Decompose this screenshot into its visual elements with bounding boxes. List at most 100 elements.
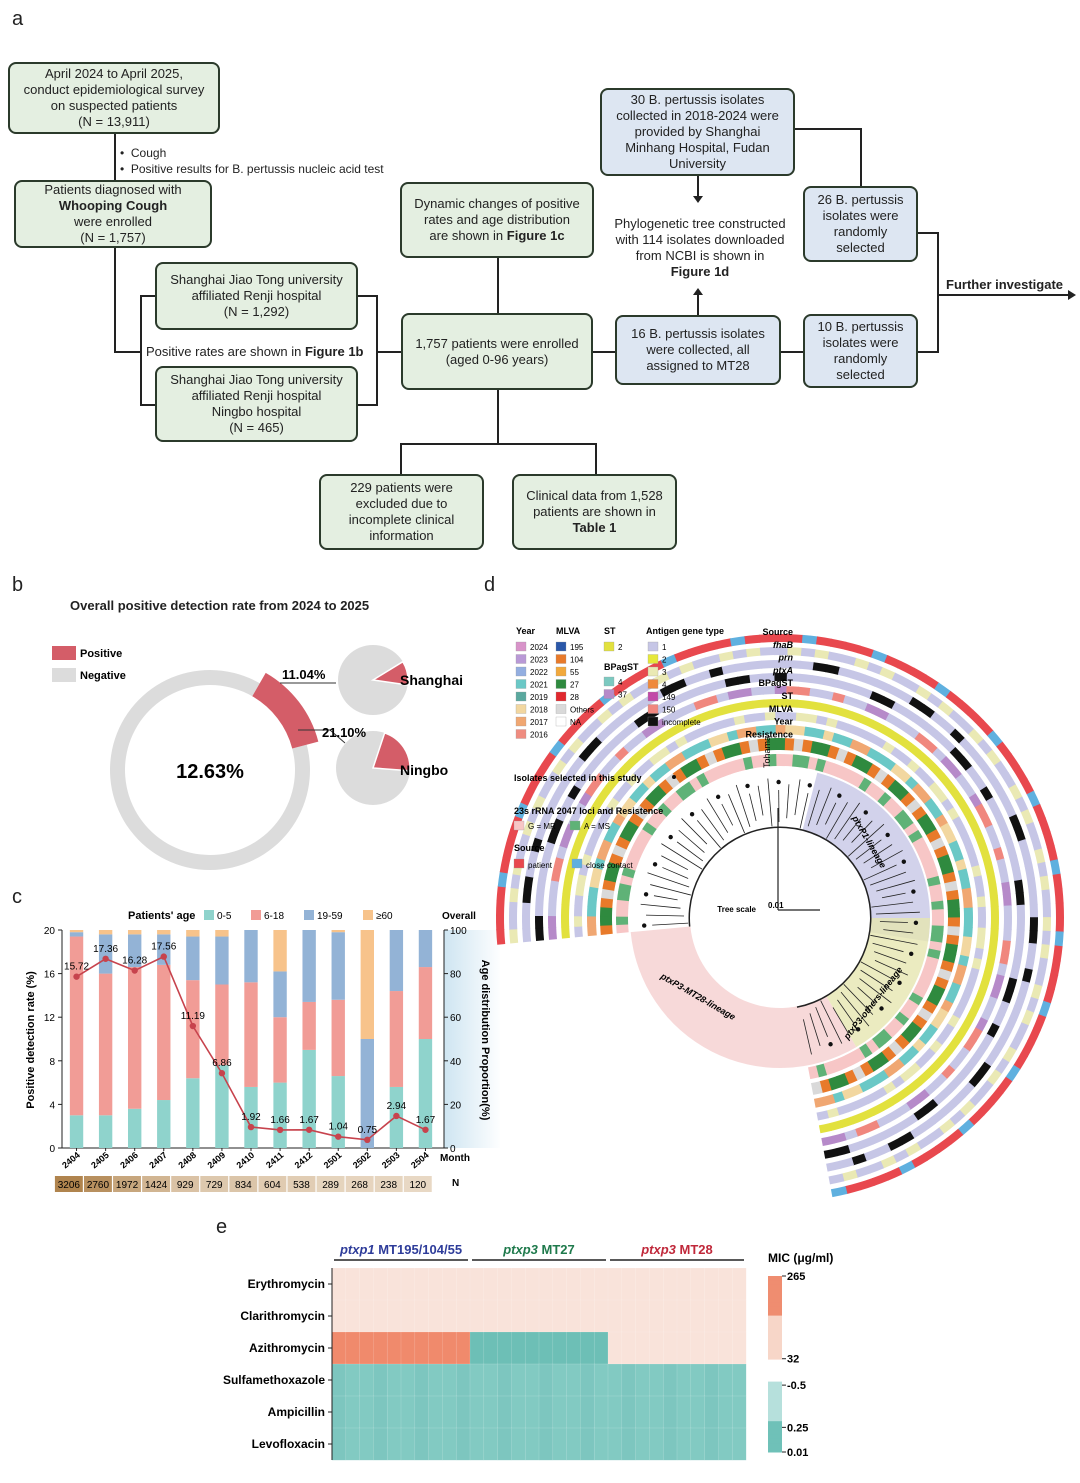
heatmap-cell	[593, 1331, 609, 1365]
source-ring-segment	[526, 775, 542, 793]
heatmap-cell	[731, 1299, 747, 1333]
source-ring-segment	[634, 666, 653, 681]
bpagst-ring-segment	[623, 738, 638, 753]
mlva-ring-outer-segment	[836, 1104, 850, 1116]
ptxa-ring-segment	[786, 673, 801, 682]
colorbar-step	[768, 1355, 782, 1361]
heatmap-cell	[731, 1363, 747, 1397]
ptxa-ring-segment	[891, 701, 907, 716]
mlva-ring-outer-segment	[587, 833, 600, 847]
year-ring-segment	[596, 848, 609, 861]
tree-branch	[859, 978, 892, 1004]
bpagst-ring-segment	[989, 835, 1002, 851]
panel-b-letter: b	[12, 574, 24, 596]
heatmap-cell	[593, 1267, 609, 1301]
bpagst-ring-segment	[797, 686, 811, 697]
heatmap-cell	[704, 1427, 719, 1461]
tohama-label: Tohama	[762, 736, 772, 768]
resistance-ring-segment	[865, 1038, 880, 1054]
fhab-ring-segment	[1001, 772, 1017, 789]
mlva-ring-segment	[615, 835, 631, 850]
resistance-ring-segment	[837, 766, 851, 781]
bar-segment-2411-6-18	[273, 1017, 287, 1083]
st-ring-segment	[870, 1103, 885, 1116]
selected-isolate-dot	[652, 862, 658, 867]
year-legend-label: 2019	[530, 693, 548, 702]
fhab-ring-segment	[718, 651, 735, 662]
ningbo-line: (N = 465)	[229, 420, 284, 435]
year-ring-segment	[593, 857, 606, 870]
mlva-ring-segment	[602, 879, 616, 891]
source-ring-segment	[871, 1172, 889, 1186]
antigen-swatch	[647, 704, 659, 714]
bpagst-ring-segment	[1003, 917, 1012, 930]
source-ring-segment	[567, 718, 584, 735]
heatmap-cell	[607, 1299, 623, 1333]
bpagst-swatch	[603, 676, 615, 687]
colorbar-step	[768, 1430, 782, 1435]
connector	[140, 295, 142, 405]
prn-ring-segment	[920, 1116, 937, 1132]
resistance-ring-segment	[669, 791, 684, 806]
tree-branch	[863, 864, 897, 881]
fhab-ring-segment	[916, 1135, 933, 1150]
year-ring-segment	[587, 896, 598, 908]
mlva-ring-outer-segment	[890, 747, 905, 761]
fhab-ring-segment	[892, 1149, 910, 1163]
heatmap-cell	[676, 1427, 692, 1461]
connector	[114, 134, 116, 182]
mlva-ring-segment	[651, 784, 667, 801]
mlva-legend-label: Others	[570, 706, 594, 715]
antigen-legend-label: 1	[662, 643, 667, 652]
heatmap-cell	[442, 1395, 457, 1429]
mlva-ring-segment	[944, 880, 958, 893]
connector	[497, 389, 499, 445]
bar-segment-2405-6-18	[98, 973, 113, 1116]
source-ring-segment	[787, 634, 804, 643]
survey-line: conduct epidemiological survey	[23, 82, 205, 97]
st-ring-segment	[957, 800, 971, 815]
legend-swatch-1	[251, 910, 261, 920]
resistance-ring-segment	[646, 815, 662, 830]
mlva-ring-outer-segment	[973, 875, 984, 888]
bpagst-ring-segment	[940, 1064, 956, 1080]
colorbar-step	[768, 1372, 782, 1378]
year-ring-segment	[746, 726, 758, 737]
bpagst-ring-segment	[932, 1073, 948, 1088]
source-ring-segment	[844, 1182, 862, 1195]
minhang-line: 30 B. pertussis isolates	[630, 92, 765, 107]
group-header-2: ptxp3 MT28	[640, 1242, 713, 1257]
heatmap-cell	[497, 1395, 512, 1429]
ptxp3-mt28-shade	[630, 926, 857, 1068]
prn-ring-segment	[523, 875, 534, 891]
arrow-head	[1068, 290, 1076, 300]
resistance-ring-segment	[931, 917, 944, 927]
ptxa-ring-segment	[624, 720, 640, 736]
source-ring-segment	[934, 1137, 952, 1154]
row-label: Erythromycin	[248, 1277, 325, 1291]
ptxa-ring-segment	[774, 673, 788, 682]
bpagst-ring-segment	[999, 951, 1010, 966]
st-ring-segment	[571, 838, 584, 853]
x-tick-label: 2412	[293, 1150, 315, 1171]
rate-label: 1.66	[270, 1115, 290, 1126]
renji-line: (N = 1,292)	[223, 304, 290, 319]
positive-rates-text: Positive rates are shown in	[146, 344, 302, 359]
fhab-ring-segment	[1034, 848, 1046, 865]
ptxa-ring-segment	[810, 675, 826, 686]
antigen-legend-label: 149	[662, 693, 676, 702]
x-tick-label: 2407	[147, 1150, 169, 1171]
bpagst-ring-segment	[704, 694, 719, 707]
resistance-ring-segment	[616, 907, 629, 917]
fhab-ring-segment	[986, 1069, 1002, 1086]
ptxa-ring-segment	[700, 682, 716, 694]
fhab-ring-segment	[915, 685, 933, 701]
ptxa-ring-segment	[535, 902, 544, 917]
year-ring-segment	[940, 822, 953, 836]
heatmap-cell	[345, 1395, 361, 1429]
year-ring-segment	[952, 849, 964, 863]
heatmap-cell	[455, 1363, 471, 1397]
ptxa-ring-segment	[966, 1054, 981, 1070]
selected-isolate-dot	[807, 783, 812, 788]
